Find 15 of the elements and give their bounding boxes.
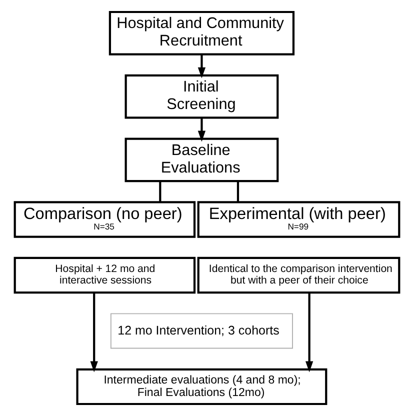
node-box: 12 mo Intervention; 3 cohorts <box>110 313 292 349</box>
node-box: Identical to the comparison intervention but with a peer of their choice <box>196 256 400 294</box>
node-box: Hospital and Community Recruitment <box>108 10 294 56</box>
node-box: Initial Screening <box>124 74 278 119</box>
connector <box>236 181 239 202</box>
connector <box>158 181 161 202</box>
arrow <box>197 118 206 142</box>
node-box: Baseline Evaluations <box>124 138 278 182</box>
arrow <box>304 292 313 372</box>
arrow <box>90 292 98 372</box>
node-box: Experimental (with peer) N=99 <box>196 201 400 238</box>
node-box: Intermediate evaluations (4 and 8 mo); Final Evaluations (12mo) <box>76 368 327 406</box>
arrow <box>197 54 206 78</box>
node-box: Hospital + 12 mo and interactive sessions <box>13 256 196 294</box>
node-box: Comparison (no peer) N=35 <box>13 201 196 238</box>
